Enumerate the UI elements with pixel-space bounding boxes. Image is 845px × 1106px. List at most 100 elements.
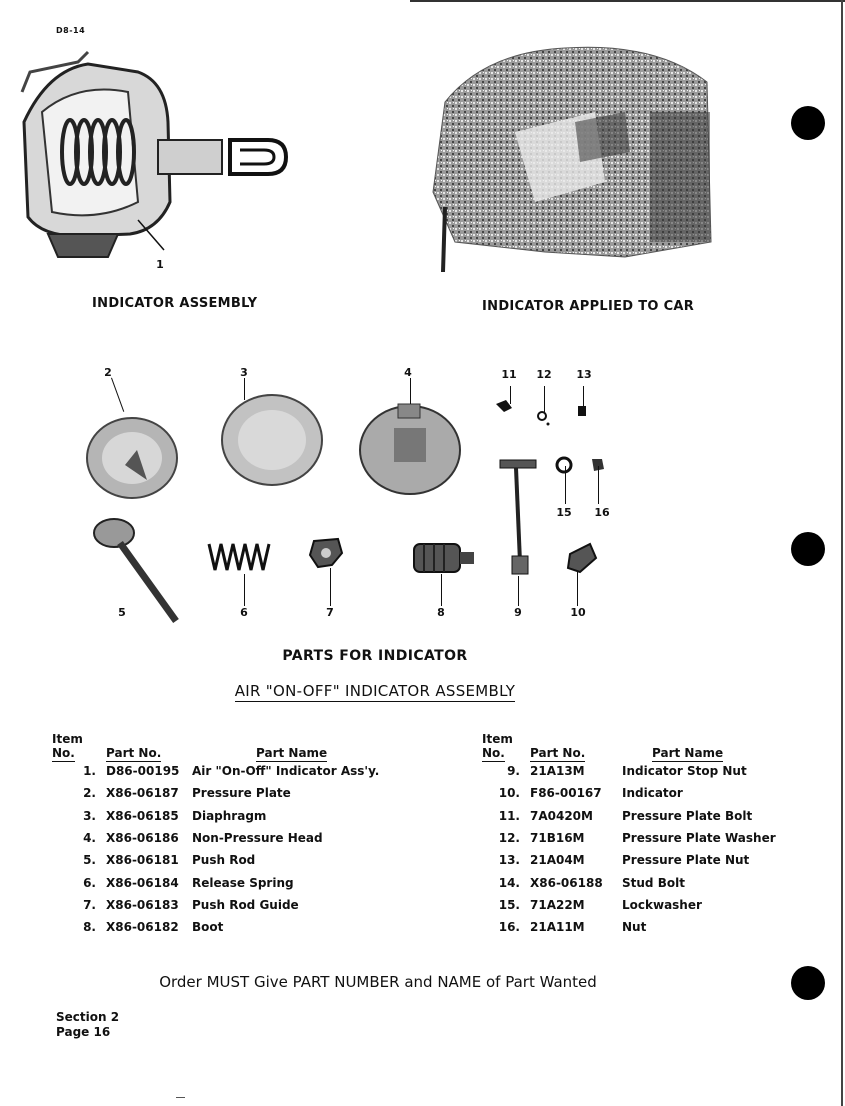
callout-12: 12 (536, 368, 552, 381)
bottom-mark (176, 1097, 185, 1098)
indicator-applied-caption: INDICATOR APPLIED TO CAR (482, 299, 695, 314)
part-name: Pressure Plate (192, 786, 291, 801)
part-no: 71A22M (530, 897, 585, 912)
order-note: Order MUST Give PART NUMBER and NAME of … (159, 973, 597, 991)
part-no: F86-00167 (530, 786, 602, 801)
item-no: 16. (498, 920, 520, 935)
part-name: Push Rod (192, 853, 256, 868)
leader-line-6 (244, 574, 245, 606)
part-no: 21A04M (530, 853, 585, 868)
part-stop-nut-indicator-drawing (499, 459, 537, 575)
callout-8: 8 (437, 606, 445, 619)
item-no: 6. (83, 875, 96, 890)
page-code: D8-14 (56, 26, 86, 35)
header-part-no-left: Part No. (106, 730, 192, 762)
part-name: Push Rod Guide (192, 897, 299, 912)
part-diaphragm-drawing (221, 394, 323, 486)
leader-line-3 (244, 378, 245, 400)
part-indicator-drawing (566, 542, 598, 574)
item-no: 9. (507, 764, 520, 779)
part-no: D86-00195 (106, 764, 180, 779)
header-no-label: No. (52, 746, 75, 762)
binder-hole-top (791, 106, 825, 140)
header-part-no-right: Part No. (530, 730, 622, 762)
header-item-no-left: Item No. (52, 730, 106, 762)
callout-2: 2 (104, 366, 112, 379)
table-row: 3. X86-06185 Diaphragm 11. 7A0420M Pressure P… (52, 805, 776, 827)
callout-4: 4 (404, 366, 412, 379)
binder-hole-bottom (791, 966, 825, 1000)
part-no: 7A0420M (530, 808, 593, 823)
item-no: 3. (83, 808, 96, 823)
assembly-title: AIR "ON-OFF" INDICATOR ASSEMBLY (0, 682, 750, 702)
part-push-rod-drawing (93, 518, 179, 624)
indicator-assembly-illustration (20, 50, 289, 258)
binder-hole-middle (791, 532, 825, 566)
part-no: X86-06188 (530, 875, 603, 890)
part-name: Pressure Plate Bolt (622, 808, 753, 823)
callout-7: 7 (326, 606, 334, 619)
leader-line-2 (111, 377, 125, 412)
callout-6: 6 (240, 606, 248, 619)
part-name: Stud Bolt (622, 875, 685, 890)
leader-line-11 (510, 386, 511, 404)
parts-table-header: Item No. Part No. Part Name Item No. Par… (52, 730, 776, 762)
part-push-rod-guide-drawing (308, 537, 344, 569)
part-no: X86-06185 (106, 808, 179, 823)
part-name: Pressure Plate Washer (622, 831, 776, 846)
header-part-no-text: Part No. (530, 746, 586, 762)
part-pressure-plate-drawing (86, 417, 178, 499)
part-no: 21A13M (530, 764, 585, 779)
item-no: 14. (498, 875, 520, 890)
item-no: 11. (498, 808, 520, 823)
item-no: 10. (498, 786, 520, 801)
callout-13: 13 (576, 368, 592, 381)
callout-16: 16 (594, 506, 610, 519)
item-no: 4. (83, 831, 96, 846)
leader-line-10 (577, 572, 578, 606)
part-no: X86-06186 (106, 831, 179, 846)
leader-line-8 (441, 574, 442, 606)
section-page-label: Section 2 Page 16 (56, 1010, 119, 1040)
page-label: Page 16 (56, 1025, 111, 1039)
part-no: X86-06183 (106, 897, 179, 912)
callout-10: 10 (570, 606, 586, 619)
leader-line-4 (410, 378, 411, 404)
part-no: X86-06187 (106, 786, 179, 801)
item-no: 15. (498, 897, 520, 912)
item-no: 13. (498, 853, 520, 868)
part-release-spring-drawing (207, 543, 271, 571)
header-part-name-left: Part Name (192, 730, 482, 762)
part-name: Diaphragm (192, 808, 267, 823)
callout-5: 5 (118, 606, 126, 619)
callout-1: 1 (156, 258, 164, 271)
header-no-label: No. (482, 746, 505, 762)
header-item-label: Item (52, 732, 83, 746)
part-name: Nut (622, 920, 647, 935)
leader-line-12 (544, 386, 545, 412)
header-part-name-right: Part Name (622, 730, 776, 762)
item-no: 12. (498, 831, 520, 846)
header-part-no-text: Part No. (106, 746, 162, 762)
assembly-title-text: AIR "ON-OFF" INDICATOR ASSEMBLY (234, 682, 516, 702)
leader-line-15 (565, 466, 566, 504)
header-item-label: Item (482, 732, 513, 746)
part-non-pressure-head-drawing (359, 403, 461, 495)
part-name: Pressure Plate Nut (622, 853, 750, 868)
item-no: 7. (83, 897, 96, 912)
parts-table: Item No. Part No. Part Name Item No. Par… (52, 730, 776, 938)
leader-line-16 (598, 466, 599, 504)
top-border-line (410, 0, 845, 2)
part-name: Release Spring (192, 875, 294, 890)
part-boot-drawing (413, 543, 474, 573)
item-no: 5. (83, 853, 96, 868)
leader-line-13 (583, 386, 584, 406)
callout-9: 9 (514, 606, 522, 619)
callout-3: 3 (240, 366, 248, 379)
part-no: 21A11M (530, 920, 585, 935)
